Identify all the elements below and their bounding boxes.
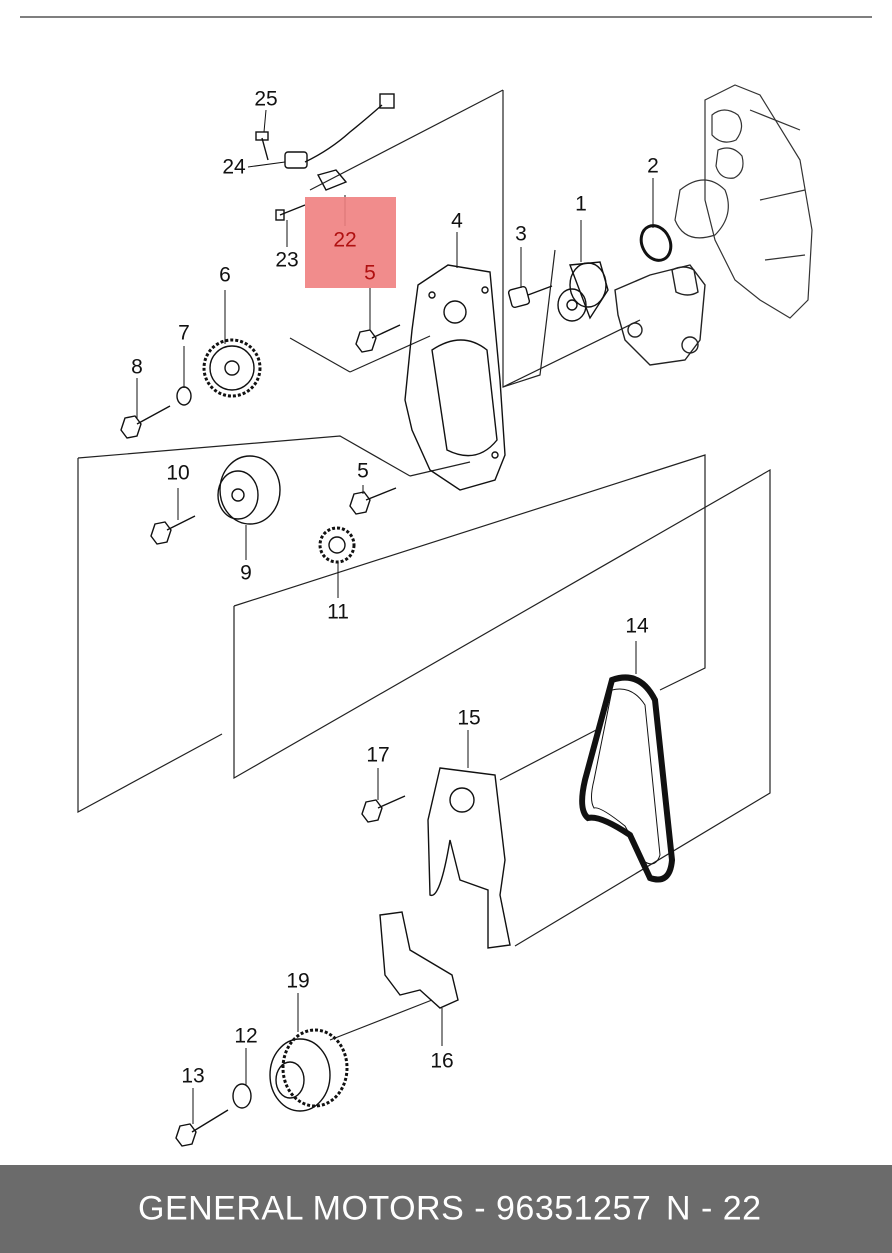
nut-3 bbox=[507, 285, 553, 309]
callout-22: 22 bbox=[333, 228, 357, 252]
frame-lines bbox=[77, 89, 771, 1041]
bolt-5-lower bbox=[349, 487, 397, 515]
bolt-8 bbox=[120, 405, 171, 439]
pump-housing bbox=[614, 264, 706, 366]
callout-6: 6 bbox=[219, 263, 231, 287]
callout-19: 19 bbox=[286, 969, 310, 993]
callout-8: 8 bbox=[131, 355, 143, 379]
bolt-13 bbox=[175, 1109, 229, 1147]
bolt-23 bbox=[275, 204, 306, 221]
lower-cover-15 bbox=[427, 767, 511, 949]
washer-12 bbox=[232, 1083, 252, 1109]
callout-12: 12 bbox=[234, 1024, 258, 1048]
callout-25: 25 bbox=[254, 87, 278, 111]
lower-cover-16 bbox=[379, 911, 459, 1009]
bolt-25 bbox=[255, 131, 269, 161]
callout-2: 2 bbox=[647, 154, 659, 178]
idler-gear-11 bbox=[318, 526, 356, 564]
tensioner-pulley-9 bbox=[217, 455, 281, 525]
callout-10: 10 bbox=[166, 461, 190, 485]
callout-5a: 5 bbox=[364, 261, 376, 285]
o-ring bbox=[639, 224, 673, 262]
callout-23: 23 bbox=[275, 248, 299, 272]
callout-17: 17 bbox=[366, 743, 390, 767]
callout-11: 11 bbox=[327, 600, 349, 624]
brand-part-number: GENERAL MOTORS - 96351257 bbox=[138, 1189, 652, 1228]
water-pump bbox=[557, 261, 609, 322]
highlight-box bbox=[305, 197, 396, 288]
crank-sprocket-19 bbox=[269, 1028, 349, 1112]
upper-timing-cover bbox=[404, 264, 506, 491]
callout-13: 13 bbox=[181, 1064, 205, 1088]
page-reference: N - 22 bbox=[666, 1189, 762, 1228]
callout-9: 9 bbox=[240, 561, 252, 585]
callout-24: 24 bbox=[222, 155, 246, 179]
callout-5b: 5 bbox=[357, 459, 369, 483]
callout-3: 3 bbox=[515, 222, 527, 246]
callout-7: 7 bbox=[178, 321, 190, 345]
callout-15: 15 bbox=[457, 706, 481, 730]
bolt-10 bbox=[150, 515, 196, 545]
cam-sprocket-6 bbox=[202, 338, 262, 398]
sensor-24 bbox=[284, 93, 395, 191]
bolt-5-upper bbox=[355, 324, 401, 353]
timing-belt-14 bbox=[579, 674, 676, 883]
callout-1: 1 bbox=[575, 192, 587, 216]
callout-14: 14 bbox=[625, 614, 649, 638]
bolt-17 bbox=[361, 795, 406, 823]
washer-7 bbox=[176, 386, 192, 406]
callout-4: 4 bbox=[451, 209, 463, 233]
engine-block bbox=[674, 84, 813, 319]
callout-16: 16 bbox=[430, 1049, 454, 1073]
footer-bar: GENERAL MOTORS - 96351257 N - 22 bbox=[0, 1165, 892, 1253]
timing-belt-exploded-view bbox=[20, 16, 872, 1147]
callout-leaders bbox=[136, 109, 654, 1124]
